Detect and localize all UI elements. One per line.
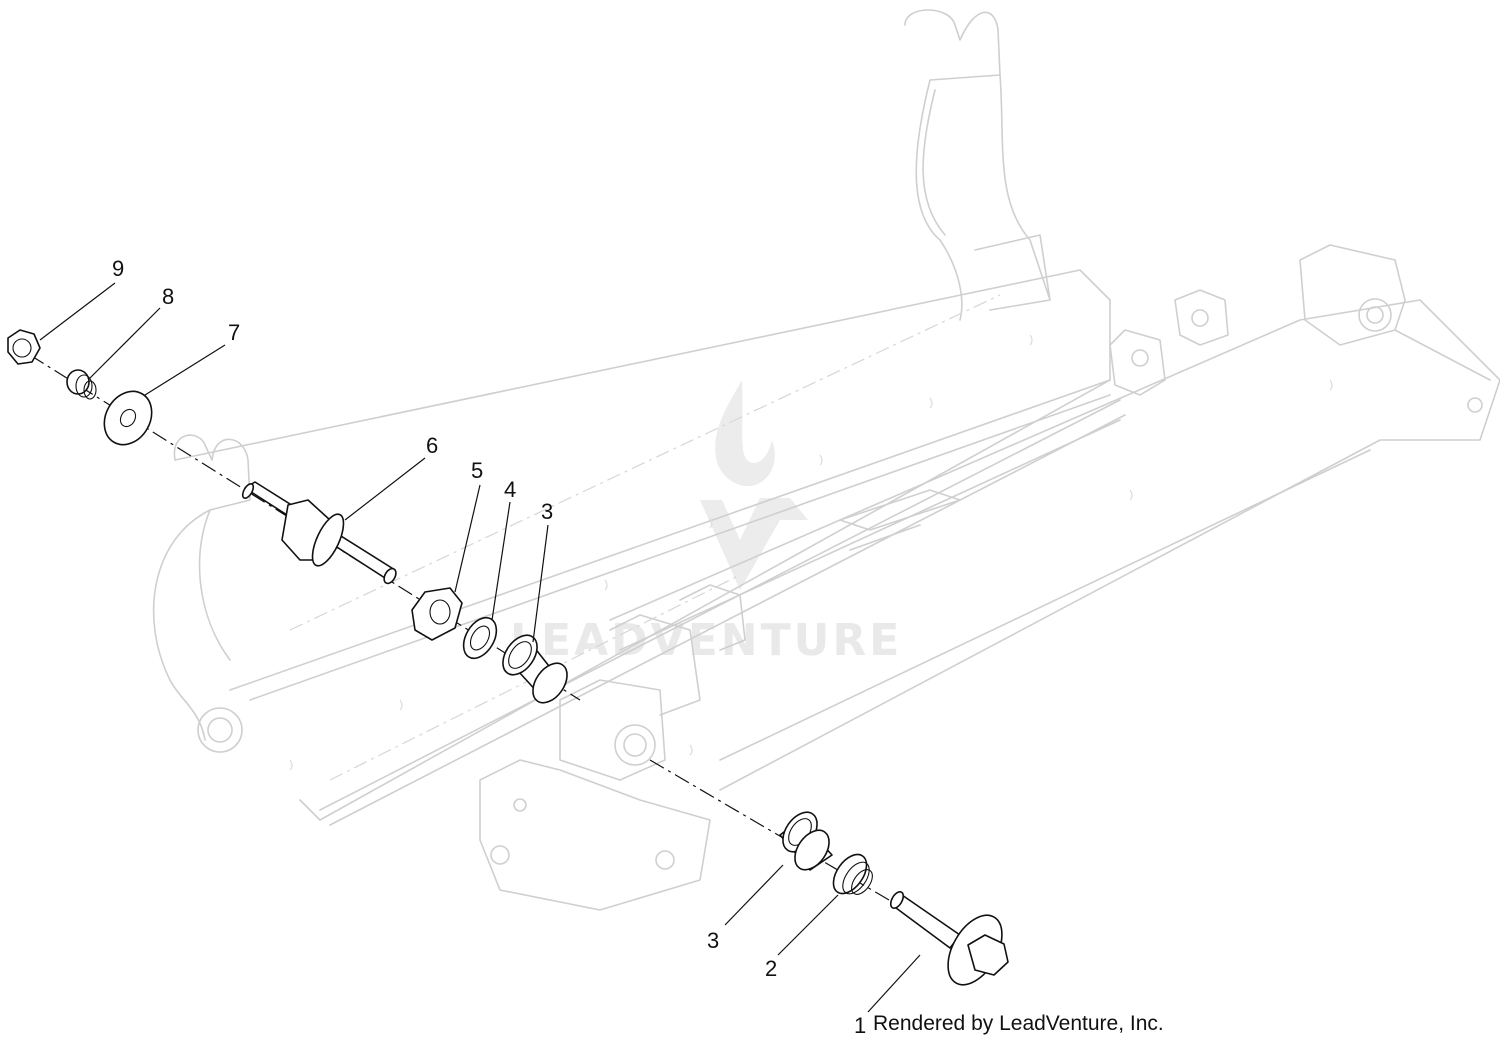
part-6-shaft xyxy=(241,481,397,585)
callouts: 9 8 7 6 5 4 3 3 2 1 xyxy=(112,256,866,1038)
callout-3-upper: 3 xyxy=(541,499,553,524)
part-1-flange-bolt xyxy=(889,891,1009,986)
part-7-flat-washer xyxy=(103,390,153,446)
part-4-washer xyxy=(462,616,498,660)
part-3-bushing-lower xyxy=(779,811,833,871)
part-9-hex-nut xyxy=(7,329,41,365)
callout-5: 5 xyxy=(471,458,483,483)
render-credit: Rendered by LeadVenture, Inc. xyxy=(873,1012,1164,1035)
callout-3-lower: 3 xyxy=(707,928,719,953)
callout-7: 7 xyxy=(228,320,240,345)
part-2-spring-washer xyxy=(832,853,873,895)
callout-6: 6 xyxy=(426,433,438,458)
callout-4: 4 xyxy=(504,477,516,502)
mower-frame xyxy=(152,9,1500,911)
callout-1: 1 xyxy=(854,1013,866,1038)
callout-8: 8 xyxy=(162,284,174,309)
callout-2: 2 xyxy=(765,956,777,981)
leader-lines xyxy=(39,282,921,1013)
lower-assembly-axis xyxy=(649,759,1001,966)
part-5-hex-nut xyxy=(411,587,463,641)
callout-9: 9 xyxy=(112,256,124,281)
part-3-bushing-upper xyxy=(502,634,568,704)
part-8-spring-washer xyxy=(66,369,97,400)
watermark-text: LEADVENTURE xyxy=(510,615,902,666)
